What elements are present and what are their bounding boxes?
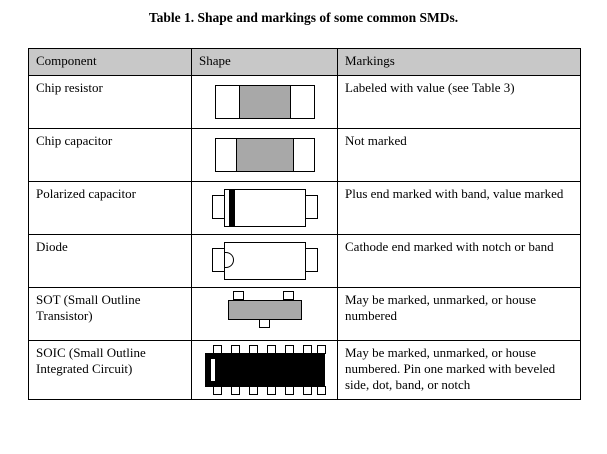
chip-resistor-shape-icon	[215, 85, 315, 119]
markings-cell: Not marked	[337, 128, 581, 182]
resistor-body-band	[239, 86, 291, 118]
component-name-cell: Polarized capacitor	[28, 181, 192, 235]
pin-one-marker	[211, 359, 215, 381]
sot-pin	[283, 291, 294, 300]
table-row: SOT (Small Outline Transistor) May be ma…	[28, 287, 581, 341]
table-row: Diode Cathode end marked with notch or b…	[28, 234, 581, 288]
polarity-band	[229, 190, 235, 226]
shape-cell	[191, 75, 338, 129]
chip-capacitor-shape-icon	[215, 138, 315, 172]
capacitor-body-band	[236, 139, 294, 171]
shape-cell	[191, 234, 338, 288]
soic-pin	[285, 386, 294, 395]
soic-shape-icon	[199, 345, 331, 395]
markings-cell: May be marked, unmarked, or house number…	[337, 287, 581, 341]
shape-cell	[191, 340, 338, 400]
soic-body	[205, 353, 325, 387]
markings-cell: Labeled with value (see Table 3)	[337, 75, 581, 129]
table-row: SOIC (Small Outline Integrated Circuit)	[28, 340, 581, 400]
diode-shape-icon	[212, 242, 318, 280]
soic-pin	[303, 386, 312, 395]
table-body: Chip resistor Labeled with value (see Ta…	[28, 75, 581, 400]
soic-pin	[267, 386, 276, 395]
soic-pin	[213, 386, 222, 395]
table-row: Polarized capacitor Plus end marked with…	[28, 181, 581, 235]
column-header-component: Component	[28, 48, 192, 76]
component-name-cell: SOT (Small Outline Transistor)	[28, 287, 192, 341]
column-header-shape: Shape	[191, 48, 338, 76]
table-row: Chip resistor Labeled with value (see Ta…	[28, 75, 581, 129]
table-caption: Table 1. Shape and markings of some comm…	[148, 10, 459, 25]
soic-pin	[317, 386, 326, 395]
diode-body	[224, 242, 306, 280]
shape-cell	[191, 287, 338, 341]
component-name-cell: Diode	[28, 234, 192, 288]
component-name-cell: Chip resistor	[28, 75, 192, 129]
table-header: Component Shape Markings	[28, 48, 581, 76]
shape-cell	[191, 181, 338, 235]
table-header-row: Component Shape Markings	[28, 48, 581, 76]
markings-cell: Cathode end marked with notch or band	[337, 234, 581, 288]
table-row: Chip capacitor Not marked	[28, 128, 581, 182]
shape-cell	[191, 128, 338, 182]
markings-cell: May be marked, unmarked, or house number…	[337, 340, 581, 400]
sot-body	[228, 300, 302, 320]
right-terminal	[305, 195, 318, 219]
sot-pin	[233, 291, 244, 300]
right-terminal	[305, 248, 318, 272]
polarized-capacitor-shape-icon	[212, 189, 318, 227]
smd-table: Component Shape Markings Chip resistor L…	[28, 48, 581, 400]
soic-pin	[249, 386, 258, 395]
component-name-cell: Chip capacitor	[28, 128, 192, 182]
soic-pin	[231, 386, 240, 395]
sot-pin	[259, 319, 270, 328]
column-header-markings: Markings	[337, 48, 581, 76]
capacitor-body	[224, 189, 306, 227]
sot-shape-icon	[220, 291, 310, 332]
component-name-cell: SOIC (Small Outline Integrated Circuit)	[28, 340, 192, 400]
markings-cell: Plus end marked with band, value marked	[337, 181, 581, 235]
